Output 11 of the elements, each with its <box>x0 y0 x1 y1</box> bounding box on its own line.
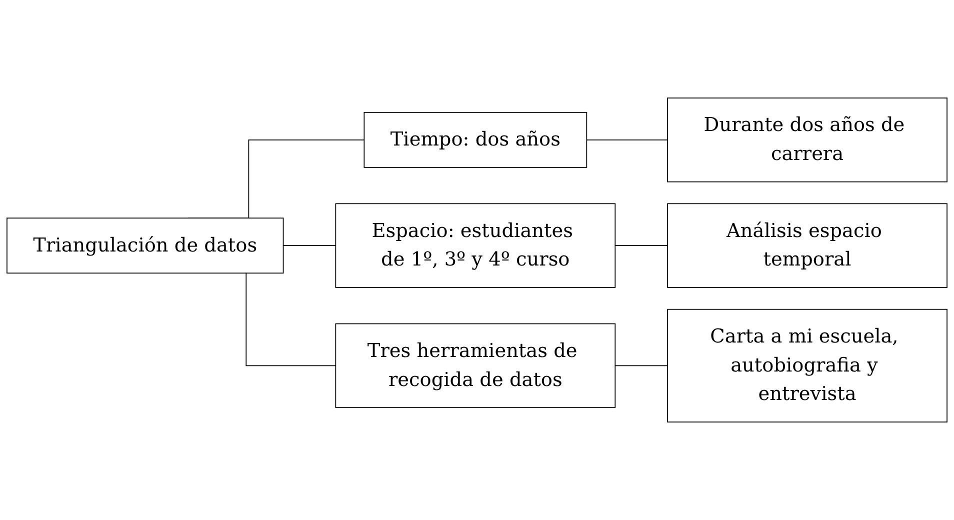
node-box: Análisis espacio temporal <box>667 203 948 288</box>
connector <box>614 365 668 366</box>
node-box: Triangulación de datos <box>6 218 284 274</box>
node-box: Tres herramientas de recogida de datos <box>335 323 616 408</box>
connector <box>586 139 668 140</box>
node-box: Espacio: estudiantes de 1º, 3º y 4º curso <box>335 203 616 288</box>
node-box: Durante dos años de carrera <box>667 98 948 182</box>
node-box: Carta a mi escuela, autobiografia y entrevista <box>667 308 948 422</box>
node-box: Tiempo: dos años <box>364 112 588 168</box>
connector <box>282 245 336 246</box>
connector <box>614 245 668 246</box>
